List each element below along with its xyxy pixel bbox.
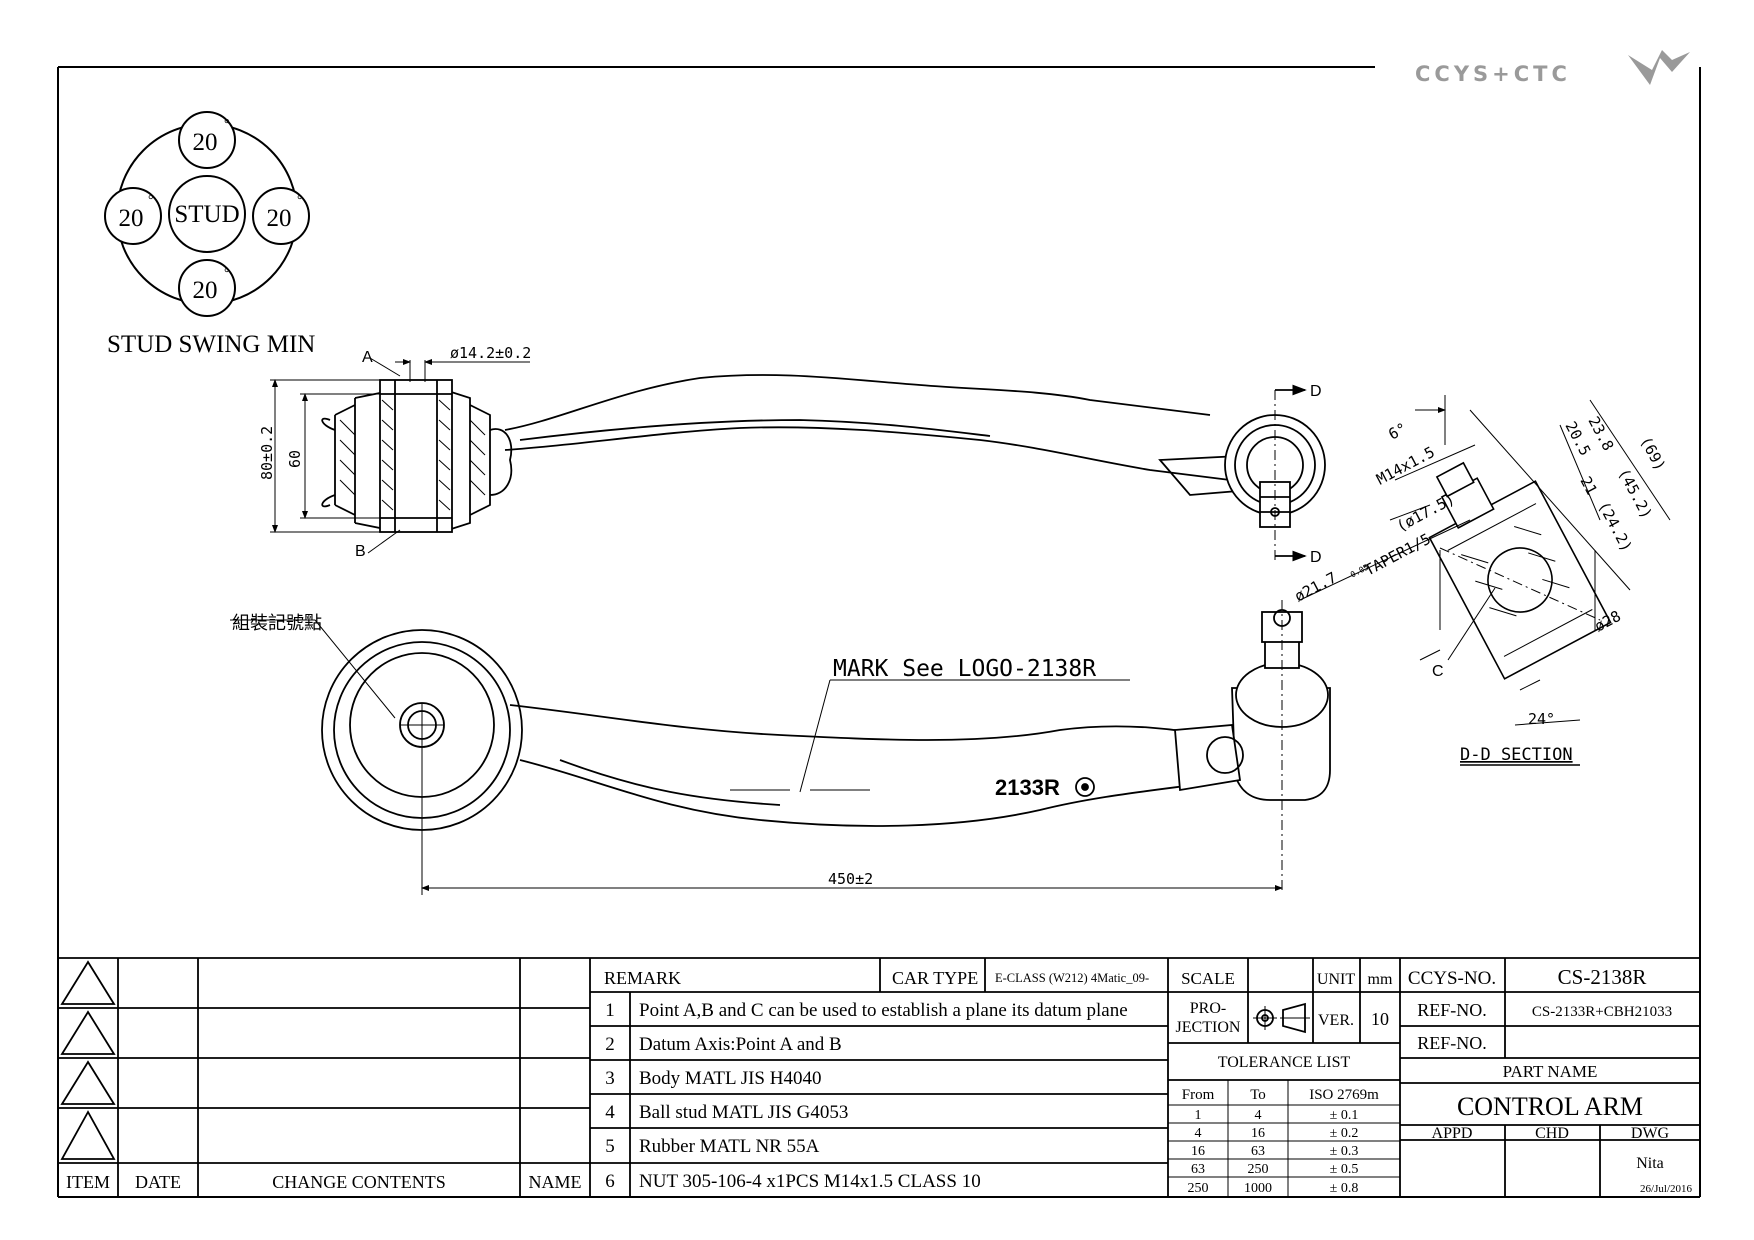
stud-center-label: STUD [174,201,239,228]
tol-to: 4 [1255,1108,1262,1123]
tol-from: 4 [1195,1126,1202,1141]
section-d-242: (24.2) [1594,498,1635,554]
dim-inner: 60 [286,450,304,468]
deg-mark-bottom: ° [224,266,230,281]
brand-emblem-icon [1628,50,1690,85]
tol-to-header: To [1250,1087,1266,1103]
deg-mark-left: ° [148,193,154,208]
mark-note: MARK See LOGO-2138R [833,656,1096,682]
remark-no: 3 [605,1068,615,1089]
chd-label: CHD [1535,1125,1569,1142]
rev-header-name: NAME [529,1172,582,1192]
tol-from: 250 [1188,1181,1209,1196]
tol-value: ± 0.2 [1330,1126,1359,1141]
appd-label: APPD [1432,1125,1473,1142]
ref-no-value-1: CS-2133R+CBH21033 [1532,1004,1672,1020]
tol-value: ± 0.1 [1330,1108,1359,1123]
swing-angle-top: 20 [193,129,218,156]
tol-to: 250 [1248,1162,1269,1177]
tol-from: 63 [1191,1162,1205,1177]
remark-no: 1 [605,1000,615,1021]
remark-no: 5 [605,1136,615,1157]
ccys-no-value: CS-2138R [1558,965,1647,989]
ref-no-label-1: REF-NO. [1417,1000,1487,1020]
remark-no: 6 [605,1171,615,1192]
dim-bore: ø14.2±0.2 [450,344,531,362]
section-title: D-D SECTION [1460,745,1573,765]
dwg-name: Nita [1636,1155,1664,1172]
section-angle-bottom: 24° [1528,710,1555,728]
section-taper-text: TAPER1/5 [1361,530,1433,580]
swing-angle-bottom: 20 [193,277,218,304]
remark-no: 4 [605,1102,615,1123]
stud-swing-caption: STUD SWING MIN [107,331,315,358]
projection-label-2: JECTION [1176,1019,1241,1036]
rev-header-item: ITEM [66,1172,110,1192]
remark-list: 1 Point A,B and C can be used to establi… [605,1000,1127,1192]
point-a-label: A [362,349,373,366]
brand-logo: CCYS+CTC [1415,50,1690,86]
section-d-21: 21 [1576,473,1600,497]
swing-angle-left: 20 [119,205,144,232]
car-type-label: CAR TYPE [892,968,978,988]
remark-text: NUT 305-106-4 x1PCS M14x1.5 CLASS 10 [639,1171,981,1192]
brand-logo-text: CCYS+CTC [1415,62,1571,86]
rev-header-change: CHANGE CONTENTS [272,1172,446,1192]
part-stamp: 2133R [995,775,1060,800]
stud-swing-diagram: STUD 20 20 20 20 ° ° ° ° STUD SWING MIN [104,111,315,358]
section-taper: ø21.7 [1291,568,1339,605]
title-block-lines [58,957,1700,1197]
tol-to: 16 [1251,1126,1265,1141]
remark-text: Rubber MATL NR 55A [639,1136,820,1157]
front-view [230,600,1331,895]
tol-to: 1000 [1244,1181,1272,1196]
section-d-bottom: D [1310,549,1322,566]
unit-value: mm [1368,971,1393,988]
ccys-no-label: CCYS-NO. [1408,968,1496,989]
projection-label-1: PRO- [1190,1000,1226,1017]
deg-mark-top: ° [224,117,230,132]
swing-angle-right: 20 [267,205,292,232]
section-d-top: D [1310,383,1322,400]
remark-text: Ball stud MATL JIS G4053 [639,1102,848,1123]
dwg-date: 26/Jul/2016 [1640,1183,1692,1195]
tol-value: ± 0.8 [1330,1181,1359,1196]
dwg-label: DWG [1631,1125,1670,1142]
remark-text: Datum Axis:Point A and B [639,1034,842,1055]
deg-mark-right: ° [297,193,303,208]
length-dim: 450±2 [828,870,873,888]
section-view [1299,395,1671,726]
remark-text: Point A,B and C can be used to establish… [639,1000,1128,1021]
section-point-c: C [1432,663,1444,680]
assembly-mark-label: 組裝記號點 [232,613,322,634]
ver-label: VER. [1318,1012,1354,1029]
ref-no-label-2: REF-NO. [1417,1033,1487,1053]
section-d-452: (45.2) [1614,465,1655,521]
tol-value: ± 0.5 [1330,1162,1359,1177]
car-type-value: E-CLASS (W212) 4Matic_09- [995,971,1149,985]
dim-outer: 80±0.2 [258,426,276,480]
part-name-value: CONTROL ARM [1457,1092,1643,1121]
rev-header-date: DATE [135,1172,181,1192]
tol-to: 63 [1251,1144,1265,1159]
tol-std-header: ISO 2769m [1309,1087,1379,1103]
tolerance-rows: 1 4 ± 0.1 4 16 ± 0.2 16 63 ± 0.3 63 250 … [1188,1108,1359,1196]
remark-no: 2 [605,1034,615,1055]
remark-text: Body MATL JIS H4040 [639,1068,821,1089]
section-angle-top: 6° [1385,419,1409,443]
tol-value: ± 0.3 [1330,1144,1359,1159]
section-d-69: (69) [1636,433,1669,473]
point-b-label: B [355,543,366,560]
remark-header: REMARK [604,968,681,988]
tol-from: 1 [1195,1108,1202,1123]
top-view [270,357,1326,562]
part-name-label: PART NAME [1503,1062,1598,1081]
tol-from-header: From [1182,1087,1215,1103]
unit-label: UNIT [1317,971,1355,988]
ver-value: 10 [1371,1009,1389,1029]
tolerance-title: TOLERANCE LIST [1218,1054,1351,1071]
tol-from: 16 [1191,1144,1205,1159]
scale-label: SCALE [1181,969,1235,988]
